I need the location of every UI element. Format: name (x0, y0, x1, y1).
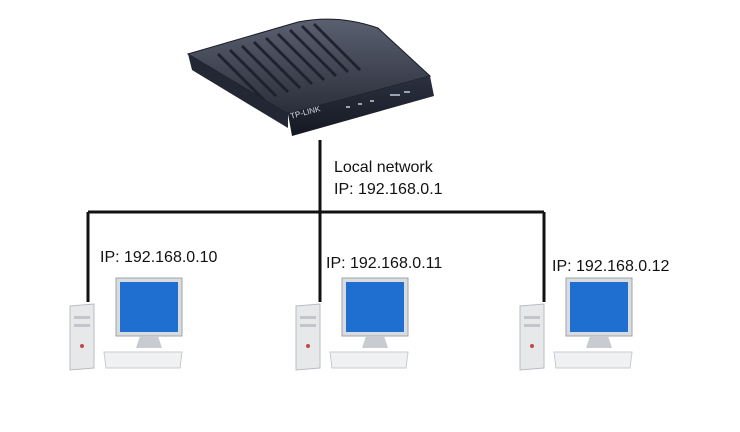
local-network-label: Local network (334, 159, 433, 176)
router-image (186, 18, 434, 136)
pc1-ip-label: IP: 192.168.0.10 (100, 249, 218, 266)
computer-1-icon (69, 277, 183, 371)
computer-3-icon (519, 277, 633, 371)
router-ip-label: IP: 192.168.0.1 (334, 181, 443, 198)
pc3-ip-label: IP: 192.168.0.12 (552, 258, 670, 275)
computer-2-icon (295, 277, 409, 371)
pc2-ip-label: IP: 192.168.0.11 (326, 255, 443, 272)
